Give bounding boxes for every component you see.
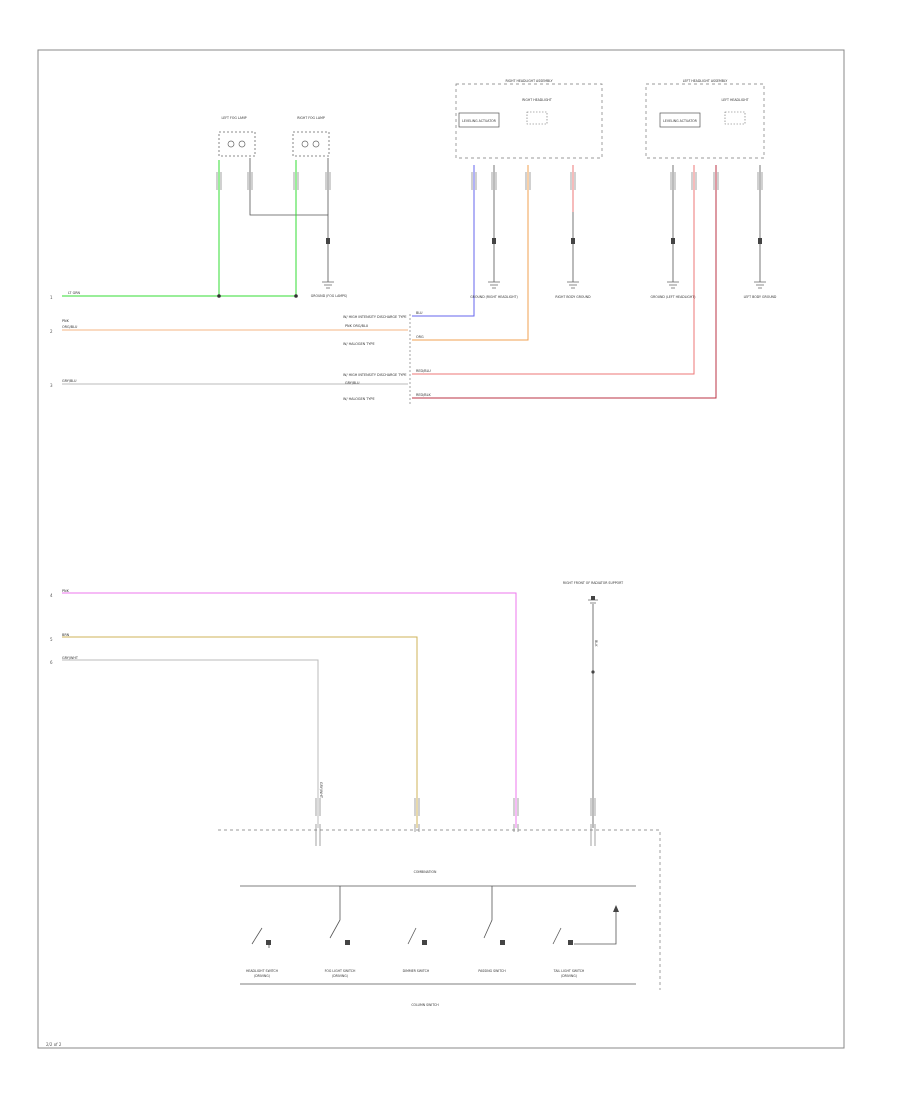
connector-ticks-bottom (315, 798, 596, 846)
ground-fog-label: GROUND (FOG LAMPS) (311, 294, 347, 298)
svg-text:1: 1 (50, 295, 53, 300)
note-halogen-b: W/ HALOGEN TYPE (343, 397, 375, 401)
wire-red: RED/BLU (412, 165, 695, 375)
left-fog-lamp: LEFT FOG LAMP (218, 116, 256, 157)
left-headlight-assembly: LEFT HEADLIGHT ASSEMBLY LEVELING ACTUATO… (645, 79, 765, 159)
right-headlight-box-label: RIGHT HEADLIGHT ASSEMBLY (505, 79, 552, 83)
fog-ground-wiring: GROUND (FOG LAMPS) (249, 158, 347, 298)
wire-grywht-label: GRY/WHT (319, 782, 323, 799)
wire-gray-bottom-label: GRY/WHT (62, 656, 79, 660)
svg-text:(DRIVING): (DRIVING) (332, 974, 348, 978)
svg-text:3: 3 (50, 383, 53, 388)
lbl-blu: BLU (416, 311, 423, 315)
combination-switch: COMBINATION COLUMN SWITCH (218, 829, 661, 1007)
wire-tan: BRN 5 (50, 633, 418, 828)
left-headlight-label: LEFT HEADLIGHT (721, 98, 748, 102)
left-hl-ground: GROUND (LEFT HEADLIGHT) (651, 165, 696, 299)
switch-dimmer-label: DIMMER SWITCH (403, 969, 430, 973)
note-pnk-org: PNK ORG/BLU (345, 324, 369, 328)
switch-passing-label: PASSING SWITCH (478, 969, 506, 973)
combo-label: COMBINATION (414, 870, 437, 874)
svg-text:2: 2 (50, 329, 53, 334)
wire-dark-red: RED/BLK (412, 165, 717, 399)
variant-notes: W/ HIGH INTENSITY DISCHARGE TYPE PNK ORG… (343, 314, 411, 404)
switch-headlight-label: HEADLIGHT SWITCH (246, 969, 279, 973)
wire-tan-label: BRN (62, 633, 70, 637)
footer-label: 2/2 of 2 (46, 1042, 62, 1047)
right-headlight-assembly: RIGHT HEADLIGHT ASSEMBLY LEVELING ACTUAT… (455, 79, 603, 159)
right-headlight-label: RIGHT HEADLIGHT (522, 98, 552, 102)
note-halogen-a: W/ HALOGEN TYPE (343, 342, 375, 346)
ground-left-hl-label: GROUND (LEFT HEADLIGHT) (651, 295, 696, 299)
lbl-red-b: RED/BLK (416, 393, 431, 397)
switch-dimmer: DIMMER SWITCH (403, 927, 430, 973)
right-hl-ground: GROUND (RIGHT HEADLIGHT) (470, 165, 518, 299)
wire-orange-b-label: ORG/BLU (62, 325, 78, 329)
svg-text:(DRIVING): (DRIVING) (561, 974, 577, 978)
right-fog-lamp-label: RIGHT FOG LAMP (297, 116, 325, 120)
left-fog-lamp-label: LEFT FOG LAMP (221, 116, 246, 120)
wire-pink-label: PNK (62, 589, 70, 593)
wire-blk-label: BLK (594, 640, 598, 647)
switch-headlight: HEADLIGHT SWITCH (DRIVING) (246, 927, 279, 978)
svg-text:4: 4 (50, 593, 53, 598)
wire-gray-top: GRY/BLU 3 (50, 379, 408, 388)
svg-text:(DRIVING): (DRIVING) (254, 974, 270, 978)
left-headlight-module-label: LEVELING ACTUATOR (663, 119, 698, 123)
left-headlight-box-label: LEFT HEADLIGHT ASSEMBLY (683, 79, 728, 83)
left-body-ground-label: LEFT BODY GROUND (744, 295, 777, 299)
wire-orange-right: ORG (412, 165, 529, 341)
right-body-ground: RIGHT BODY GROUND (555, 165, 591, 299)
wire-pink: PNK 4 (50, 589, 517, 828)
note-hid-a: W/ HIGH INTENSITY DISCHARGE TYPE (343, 315, 407, 319)
note-gry: GRY/BLU (345, 381, 360, 385)
wire-green: LT GRN 1 (50, 160, 298, 300)
svg-text:6: 6 (50, 660, 53, 665)
wire-green-label: LT GRN (68, 291, 81, 295)
right-fog-lamp: RIGHT FOG LAMP (292, 116, 330, 157)
ground-right-hl-label: GROUND (RIGHT HEADLIGHT) (470, 295, 517, 299)
switch-fog-label: FOG LIGHT SWITCH (325, 969, 356, 973)
lbl-red-a: RED/BLU (416, 369, 431, 373)
wire-gray-label: GRY/BLU (62, 379, 77, 383)
wire-orange-top: PNK ORG/BLU 2 (50, 319, 408, 334)
svg-text:5: 5 (50, 637, 53, 642)
right-front-ground: RIGHT FRONT OF RADIATOR SUPPORT BLK (563, 581, 623, 828)
lbl-org: ORG (416, 335, 424, 339)
switch-passing: PASSING SWITCH (478, 886, 506, 973)
left-body-ground: LEFT BODY GROUND (744, 165, 777, 299)
connector-ticks-top (216, 172, 763, 190)
wire-gray-bottom: GRY/WHT 6 (50, 656, 319, 828)
diagram-frame (37, 49, 845, 1049)
switch-tail-label: TAIL LIGHT SWITCH (553, 969, 585, 973)
right-ground-label: RIGHT FRONT OF RADIATOR SUPPORT (563, 581, 623, 585)
right-body-ground-label: RIGHT BODY GROUND (555, 295, 591, 299)
switch-tail: TAIL LIGHT SWITCH (DRIVING) (552, 905, 619, 978)
wire-blue: BLU (412, 165, 475, 317)
wire-orange-a-label: PNK (62, 319, 70, 323)
combo-switch-label: COLUMN SWITCH (411, 1003, 439, 1007)
switch-fog: FOG LIGHT SWITCH (DRIVING) (325, 886, 356, 978)
note-hid-b: W/ HIGH INTENSITY DISCHARGE TYPE (343, 373, 407, 377)
right-headlight-module-label: LEVELING ACTUATOR (462, 119, 497, 123)
